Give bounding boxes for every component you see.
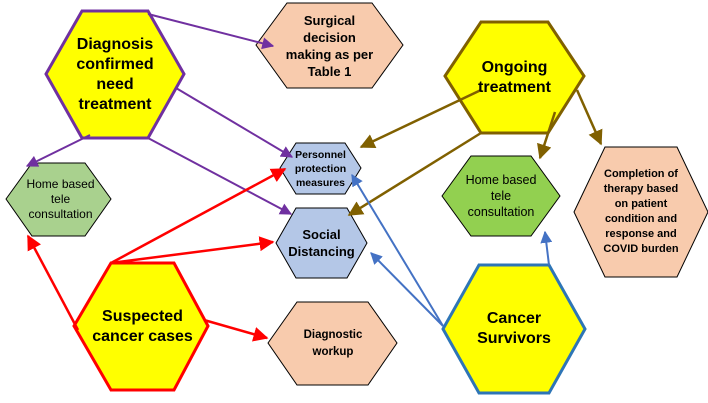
arrow-ongoing-to-home-right — [537, 111, 557, 160]
arrow-diagnosis-to-surgical — [147, 13, 275, 50]
arrow-diagnosis-to-personnel — [175, 87, 294, 158]
suspected-hexagon — [72, 261, 210, 392]
arrow-diagnosis-to-social — [147, 137, 293, 215]
arrow-suspected-to-social — [110, 236, 275, 265]
completion-hexagon — [573, 146, 708, 278]
arrow-survivors-to-home-right — [540, 230, 553, 266]
social-hexagon — [275, 207, 368, 279]
ongoing-hexagon — [443, 20, 586, 135]
arrow-diagnosis-to-home-left — [25, 134, 91, 167]
arrow-survivors-to-social — [370, 252, 444, 327]
arrow-ongoing-to-social — [347, 131, 482, 217]
arrow-ongoing-to-personnel — [359, 88, 482, 149]
arrow-survivors-to-personnel — [351, 173, 444, 327]
arrow-ongoing-to-completion — [575, 89, 603, 146]
diagnostic-hexagon — [267, 301, 398, 386]
diagnosis-hexagon — [44, 9, 186, 140]
arrow-suspected-to-home-left — [26, 234, 80, 331]
arrow-suspected-to-personnel — [110, 167, 287, 265]
personnel-hexagon — [279, 142, 362, 195]
survivors-hexagon — [441, 263, 587, 395]
home-right-hexagon — [441, 155, 561, 237]
surgical-hexagon — [255, 2, 404, 89]
arrow-suspected-to-diagnostic — [203, 318, 269, 342]
home-left-hexagon — [5, 162, 112, 237]
